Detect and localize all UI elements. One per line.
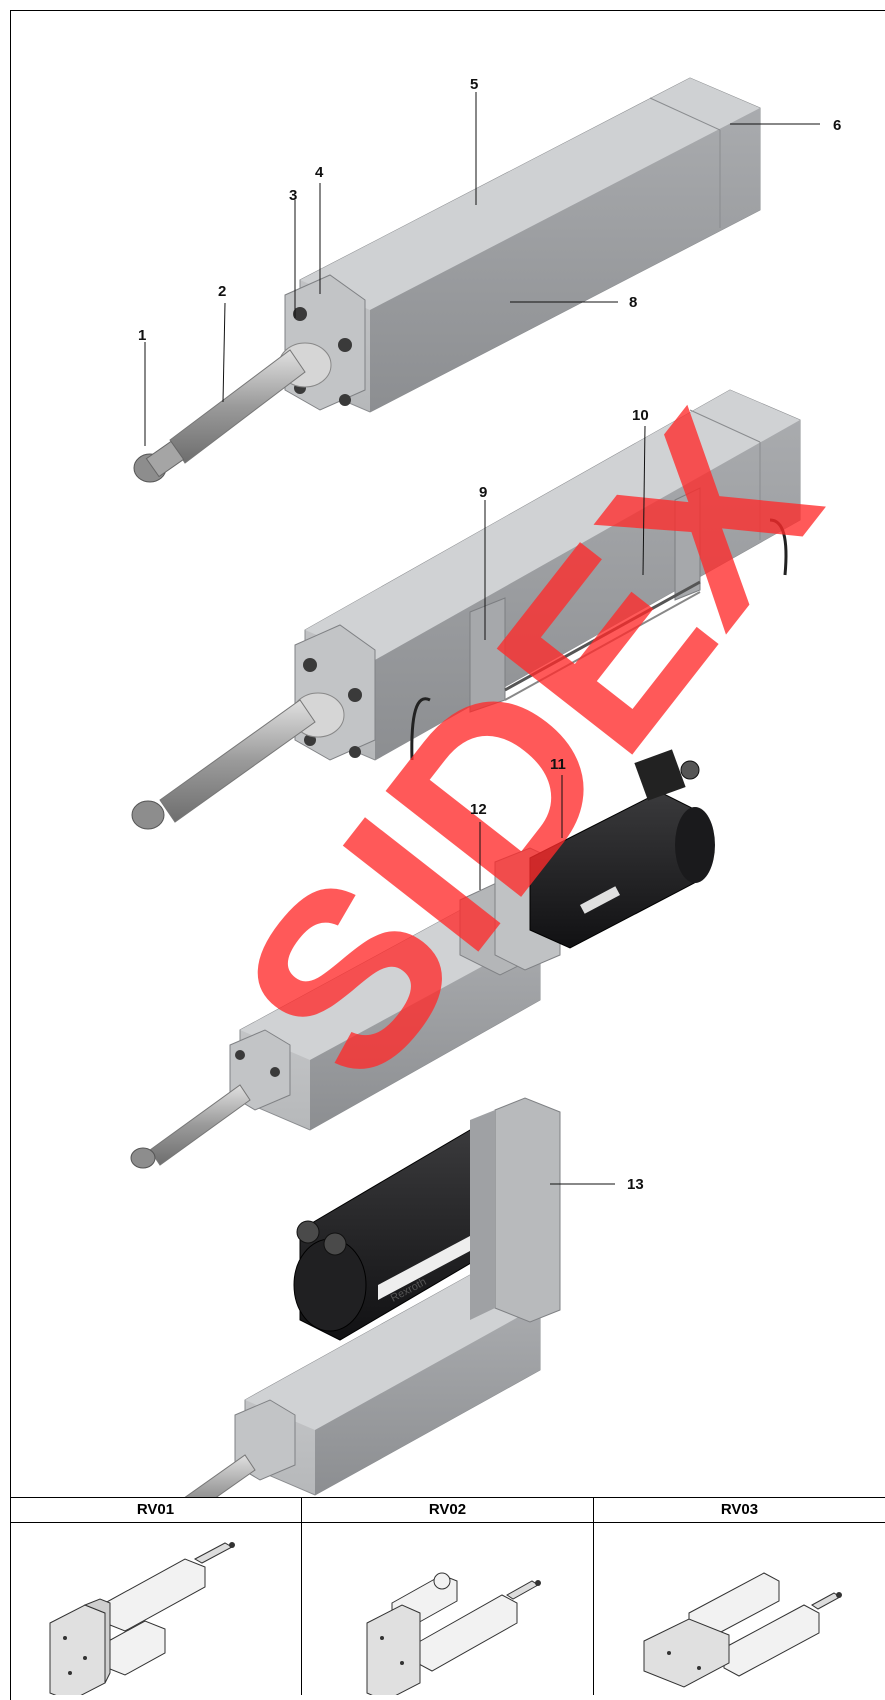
variant-rv03-image (593, 1523, 885, 1695)
variant-rv02-image (301, 1523, 593, 1695)
callout-10: 10 (632, 407, 649, 424)
callout-1: 1 (138, 327, 146, 344)
callout-6: 6 (833, 117, 841, 134)
callout-9: 9 (479, 484, 487, 501)
page-frame (10, 10, 885, 1700)
callout-3: 3 (289, 187, 297, 204)
actuator-with-parallel-motor: Rexroth (184, 1097, 561, 1497)
callout-2: 2 (218, 283, 226, 300)
callout-8: 8 (629, 294, 637, 311)
header-rv02: RV02 (301, 1498, 593, 1522)
header-rv03: RV03 (593, 1498, 885, 1522)
callout-5: 5 (470, 76, 478, 93)
callout-13: 13 (627, 1176, 644, 1193)
actuator-with-inline-motor (130, 749, 715, 1169)
watermark: SIDEX (187, 366, 869, 1129)
table-header-row: RV01 RV02 RV03 (10, 1497, 885, 1523)
actuator-with-sensor-rail (131, 389, 801, 830)
table-image-row (10, 1523, 885, 1695)
actuator-basic (133, 77, 761, 483)
variant-rv01-image (10, 1523, 301, 1695)
callout-11: 11 (550, 756, 566, 773)
callout-4: 4 (315, 164, 324, 181)
leader-lines (144, 92, 820, 1185)
actuator-illustrations: Rexroth SIDEX 1 2 3 4 5 6 8 9 10 11 12 1… (130, 76, 869, 1497)
mounting-variants-table: RV01 RV02 RV03 (10, 1497, 885, 1695)
header-rv01: RV01 (136, 1501, 175, 1518)
callout-12: 12 (470, 801, 487, 818)
